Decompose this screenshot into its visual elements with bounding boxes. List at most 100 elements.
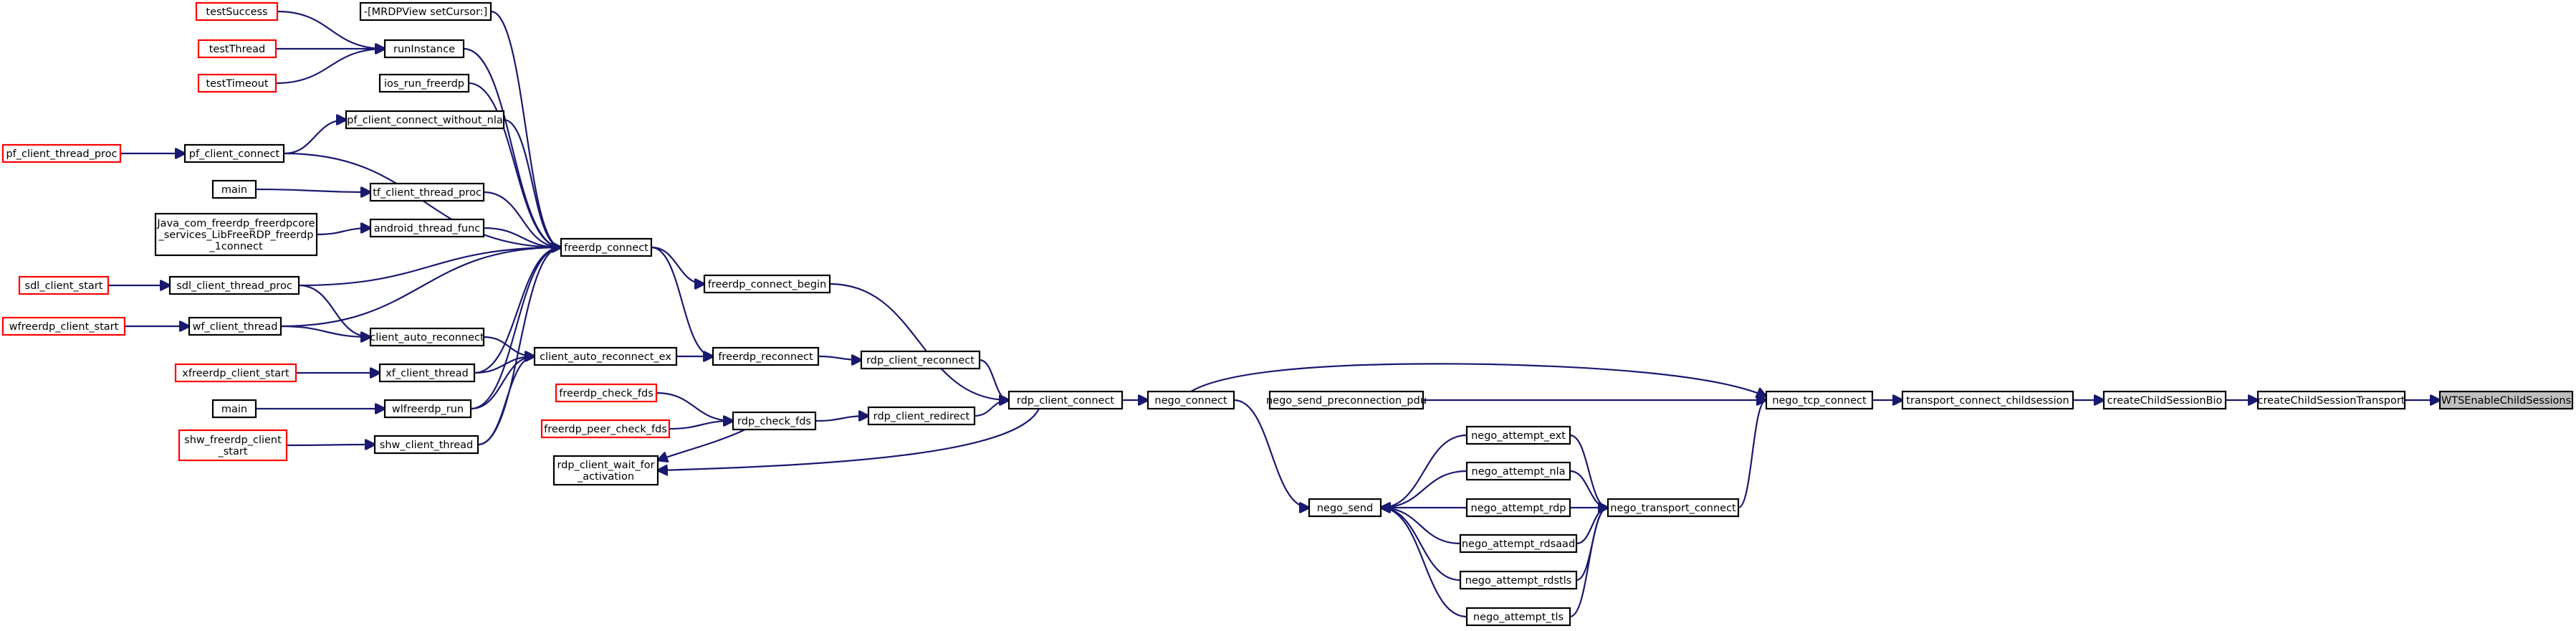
- node-box: [1, 143, 122, 163]
- node-label: tf_client_thread_proc: [373, 187, 482, 199]
- node-nego-attempt-tls[interactable]: nego_attempt_tls: [1465, 607, 1571, 627]
- node-rdp-client-wait-for-activation[interactable]: rdp_client_wait_for_activation: [552, 455, 659, 486]
- node-freerdp-reconnect[interactable]: freerdp_reconnect: [712, 346, 820, 366]
- edge-shw_client_thread-to-client_auto_reconnect_ex: [477, 356, 535, 446]
- node-freerdp-connect-begin[interactable]: freerdp_connect_begin: [703, 274, 831, 294]
- node-client-auto-reconnect-ex[interactable]: client_auto_reconnect_ex: [533, 346, 678, 366]
- node-box: [2102, 390, 2227, 410]
- node-pf-client-connect-without-nla[interactable]: pf_client_connect_without_nla: [345, 110, 505, 130]
- node-label: -[MRDPView setCursor:]: [364, 6, 488, 18]
- node-test-timeout[interactable]: testTimeout: [197, 73, 277, 93]
- node-box: [383, 399, 472, 419]
- node-freerdp-peer-check-fds[interactable]: freerdp_peer_check_fds: [540, 419, 671, 439]
- node-label: nego_attempt_nla: [1472, 466, 1566, 478]
- node-wlfreerdp-run[interactable]: wlfreerdp_run: [383, 399, 472, 419]
- node-xfreerdp-client-start[interactable]: xfreerdp_client_start: [174, 363, 297, 383]
- node-run-instance[interactable]: runInstance: [383, 39, 465, 59]
- node-label: pf_client_connect_without_nla: [347, 115, 503, 126]
- node-ios-run-freerdp[interactable]: ios_run_freerdp: [378, 73, 470, 93]
- node-pf-client-connect[interactable]: pf_client_connect: [183, 143, 285, 163]
- node-shw-freerdp-client-start[interactable]: shw_freerdp_client_start: [178, 429, 288, 462]
- node-label: wfreerdp_client_start: [9, 321, 119, 333]
- node-box: [195, 1, 279, 22]
- edge-android_thread_func-to-freerdp_connect: [483, 227, 561, 247]
- node-label: runInstance: [393, 44, 455, 55]
- node-freerdp-check-fds[interactable]: freerdp_check_fds: [555, 383, 658, 403]
- node-nego-attempt-rdstls[interactable]: nego_attempt_rdstls: [1459, 570, 1578, 590]
- node-java-connect[interactable]: Java_com_freerdp_freerdpcore_services_Li…: [154, 212, 318, 257]
- node-client-auto-reconnect[interactable]: client_auto_reconnect: [369, 327, 485, 347]
- node-rdp-check-fds[interactable]: rdp_check_fds: [732, 411, 817, 431]
- node-pf-client-thread-proc[interactable]: pf_client_thread_proc: [1, 143, 122, 163]
- node-box: [369, 327, 485, 347]
- node-label: wf_client_thread: [193, 321, 278, 333]
- node-freerdp-connect[interactable]: freerdp_connect: [560, 237, 653, 257]
- node-label: xfreerdp_client_start: [182, 368, 289, 379]
- node-nego-tcp-connect[interactable]: nego_tcp_connect: [1765, 390, 1874, 410]
- edge-nego_attempt_ext-to-nego_send: [1381, 434, 1467, 508]
- node-label: createChildSessionBio: [2107, 395, 2223, 407]
- node-box: [552, 455, 659, 486]
- node-tf-client-thread-proc[interactable]: tf_client_thread_proc: [369, 182, 485, 202]
- node-box: [732, 411, 817, 431]
- node-shw-client-thread[interactable]: shw_client_thread: [373, 435, 479, 455]
- node-label: android_thread_func: [374, 223, 481, 234]
- node-box: [1465, 607, 1571, 627]
- node-label: nego_send_preconnection_pdu: [1266, 395, 1427, 407]
- node-box: [154, 212, 318, 257]
- node-label: testThread: [209, 44, 266, 55]
- node-xf-client-thread[interactable]: xf_client_thread: [378, 363, 476, 383]
- node-nego-send[interactable]: nego_send: [1308, 498, 1382, 518]
- edge-wlfreerdp_run-to-freerdp_connect: [470, 247, 561, 410]
- edge-tf_client_thread_proc-to-freerdp_connect: [483, 191, 561, 247]
- edge-freerdp_connect-to-freerdp_reconnect: [651, 246, 713, 356]
- node-label: rdp_check_fds: [737, 416, 811, 427]
- node-android-thread-func[interactable]: android_thread_func: [369, 218, 485, 238]
- node-label: freerdp_connect: [564, 242, 648, 254]
- node-box: [1007, 390, 1124, 410]
- node-label: testSuccess: [206, 6, 267, 18]
- node-nego-attempt-rdsaad[interactable]: nego_attempt_rdsaad: [1459, 533, 1578, 554]
- node-wts-enable-child-sessions[interactable]: WTSEnableChildSessions: [2438, 390, 2574, 410]
- edge-test_success-to-run_instance: [277, 10, 385, 49]
- node-nego-attempt-ext[interactable]: nego_attempt_ext: [1465, 425, 1571, 445]
- node-test-success[interactable]: testSuccess: [195, 1, 279, 22]
- node-box: [1607, 498, 1740, 518]
- node-box: [560, 237, 653, 257]
- node-box: [178, 429, 288, 462]
- edge-nego_connect-to-nego_tcp_connect: [1190, 363, 1766, 397]
- node-sdl-client-thread-proc[interactable]: sdl_client_thread_proc: [168, 275, 300, 295]
- node-nego-send-preconnection-pdu[interactable]: nego_send_preconnection_pdu: [1266, 390, 1427, 410]
- edge-freerdp_reconnect-to-rdp_client_reconnect: [818, 356, 861, 360]
- node-transport-connect-childsession[interactable]: transport_connect_childsession: [1901, 390, 2074, 410]
- node-rdp-client-connect[interactable]: rdp_client_connect: [1007, 390, 1124, 410]
- node-box: [1465, 498, 1571, 518]
- node-nego-attempt-rdp[interactable]: nego_attempt_rdp: [1465, 498, 1571, 518]
- node-test-thread[interactable]: testThread: [197, 39, 277, 59]
- node-label: rdp_client_wait_for_activation: [557, 460, 654, 483]
- edges-layer: [108, 10, 2440, 618]
- node-main-tf[interactable]: main: [211, 179, 257, 199]
- edge-nego_connect-to-nego_send: [1233, 399, 1309, 508]
- node-minus-mrdpview-set-cursor[interactable]: -[MRDPView setCursor:]: [359, 1, 492, 22]
- node-wf-client-thread[interactable]: wf_client_thread: [188, 316, 282, 336]
- node-nego-attempt-nla[interactable]: nego_attempt_nla: [1465, 461, 1571, 481]
- node-box: [1, 316, 126, 336]
- node-wfreerdp-client-start[interactable]: wfreerdp_client_start: [1, 316, 126, 336]
- node-main-wl[interactable]: main: [211, 399, 257, 419]
- node-rdp-client-redirect[interactable]: rdp_client_redirect: [867, 406, 976, 426]
- edge-nego_attempt_ext-to-nego_transport_connect: [1569, 434, 1608, 508]
- node-box: [197, 39, 277, 59]
- node-nego-connect[interactable]: nego_connect: [1146, 390, 1235, 410]
- node-sdl-client-start[interactable]: sdl_client_start: [18, 275, 110, 295]
- node-create-child-session-transport[interactable]: createChildSessionTransport: [2256, 390, 2406, 410]
- node-create-child-session-bio[interactable]: createChildSessionBio: [2102, 390, 2227, 410]
- node-rdp-client-reconnect[interactable]: rdp_client_reconnect: [860, 350, 981, 370]
- node-box: [703, 274, 831, 294]
- node-box: [378, 363, 476, 383]
- edge-wf_client_thread-to-client_auto_reconnect: [280, 325, 370, 337]
- edge-test_timeout-to-run_instance: [275, 49, 385, 85]
- node-nego-transport-connect[interactable]: nego_transport_connect: [1607, 498, 1740, 518]
- node-box: [1308, 498, 1382, 518]
- node-box: [555, 383, 658, 403]
